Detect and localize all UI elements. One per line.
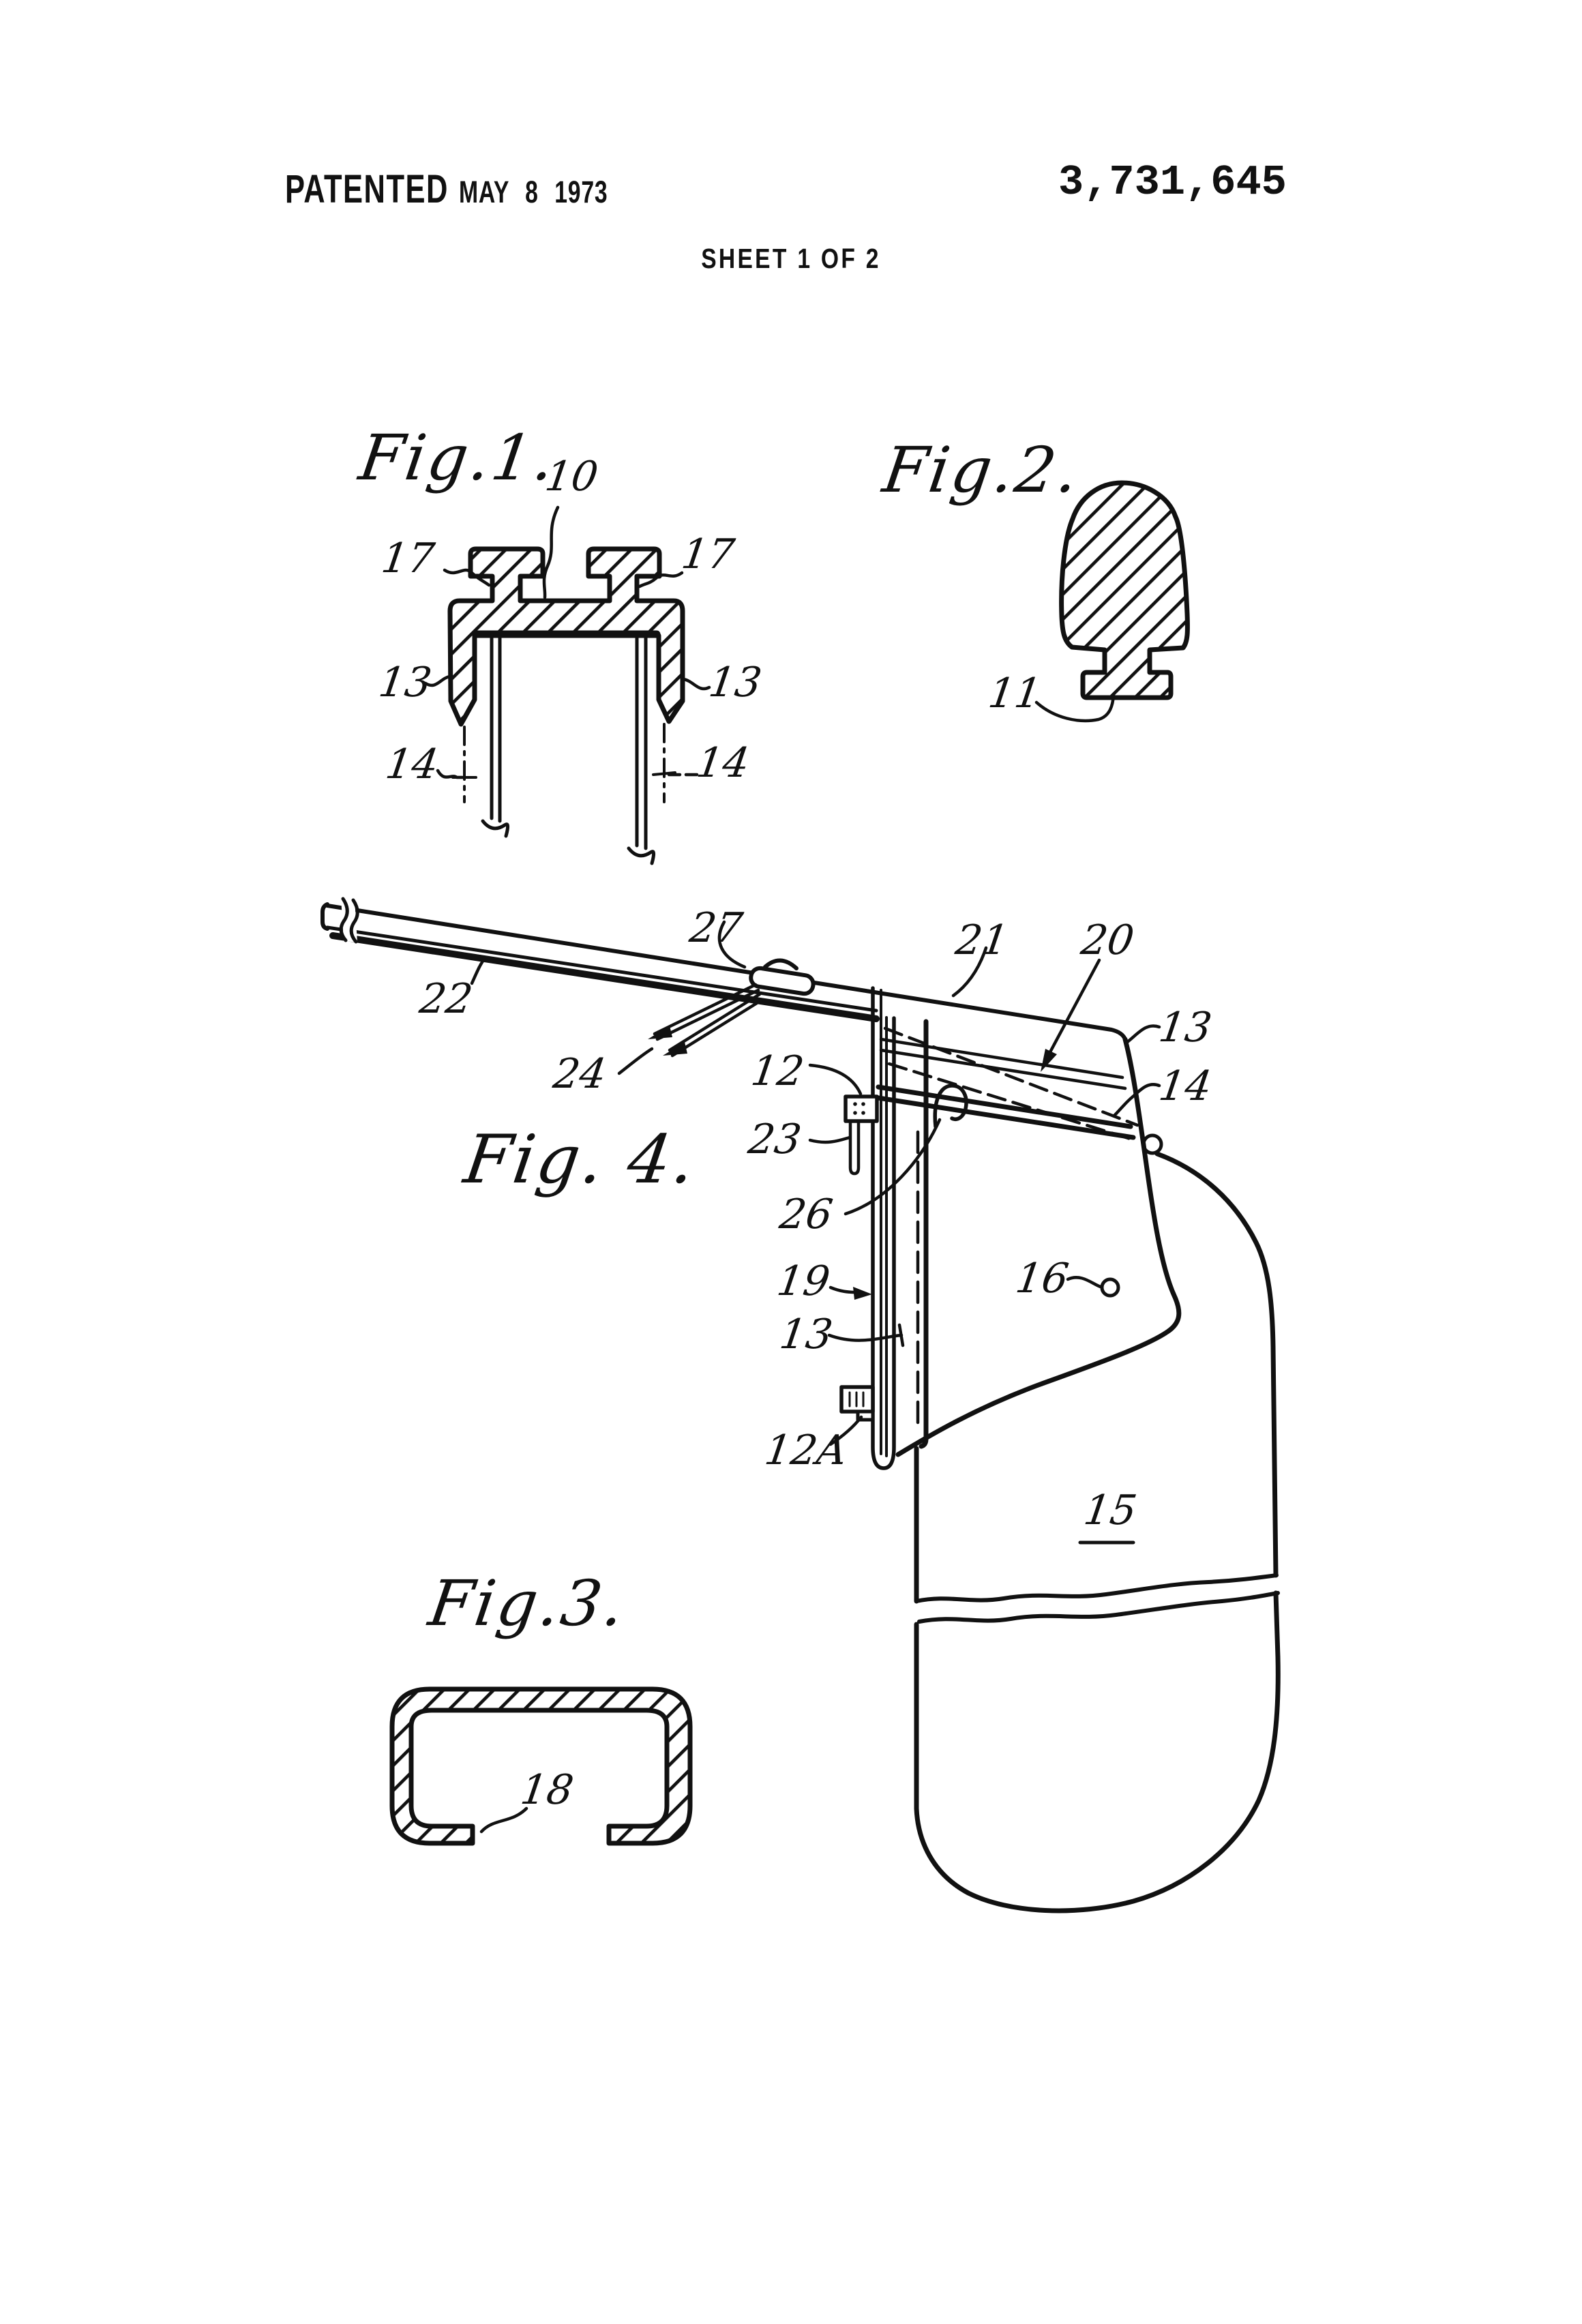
fig1-ref-10: 10	[542, 453, 601, 501]
fig4-ref-26: 26	[777, 1191, 836, 1238]
fig1-ref-14-right: 14	[693, 739, 753, 787]
fig4-ref-14-right: 14	[1156, 1062, 1215, 1110]
fig3-caption: Fig.3.	[424, 1567, 631, 1640]
fig1-ref-17-right: 17	[678, 531, 738, 578]
patent-number: 3,731,645	[1058, 158, 1287, 207]
fig1-ref-14-left: 14	[383, 741, 442, 788]
header: PATENTED MAY 8 1973	[285, 166, 608, 212]
fig4-ref-13-right: 13	[1156, 1004, 1215, 1052]
patent-date: MAY 8 1973	[458, 175, 608, 209]
fig4-ref-13-mid: 13	[777, 1311, 836, 1358]
fig4-ref-12a: 12A	[762, 1427, 850, 1474]
fig4-ref-27: 27	[687, 904, 746, 952]
fig4-ref-16: 16	[1013, 1255, 1072, 1302]
fig1-ref-17-left: 17	[378, 535, 438, 582]
fig1-caption: Fig.1.	[355, 421, 561, 494]
fig4-ref-20: 20	[1078, 917, 1137, 964]
fig2-drawing	[1034, 480, 1190, 723]
fig2-ref-11: 11	[985, 670, 1045, 717]
fig4-ref-22: 22	[417, 975, 476, 1023]
fig2-caption: Fig.2.	[878, 434, 1085, 507]
fig3-ref-18: 18	[518, 1766, 577, 1814]
fig4-ref-15: 15	[1081, 1487, 1140, 1534]
fig4-ref-12: 12	[748, 1047, 807, 1095]
fig1-ref-13-left: 13	[376, 659, 435, 706]
fig4-ref-24: 24	[550, 1050, 610, 1098]
fig4-ref-19: 19	[774, 1257, 833, 1305]
fig4-caption: Fig. 4.	[459, 1121, 702, 1199]
fig4-ref-23: 23	[745, 1116, 805, 1163]
fig1-ref-13-right: 13	[706, 659, 765, 706]
fig3-drawing	[389, 1686, 693, 1846]
sheet-indicator: SHEET 1 OF 2	[701, 243, 881, 274]
fig4-drawing	[320, 897, 1281, 1913]
patented-stamp: PATENTED	[285, 167, 449, 211]
fig1-drawing	[423, 505, 711, 865]
fig4-ref-21: 21	[953, 917, 1012, 964]
